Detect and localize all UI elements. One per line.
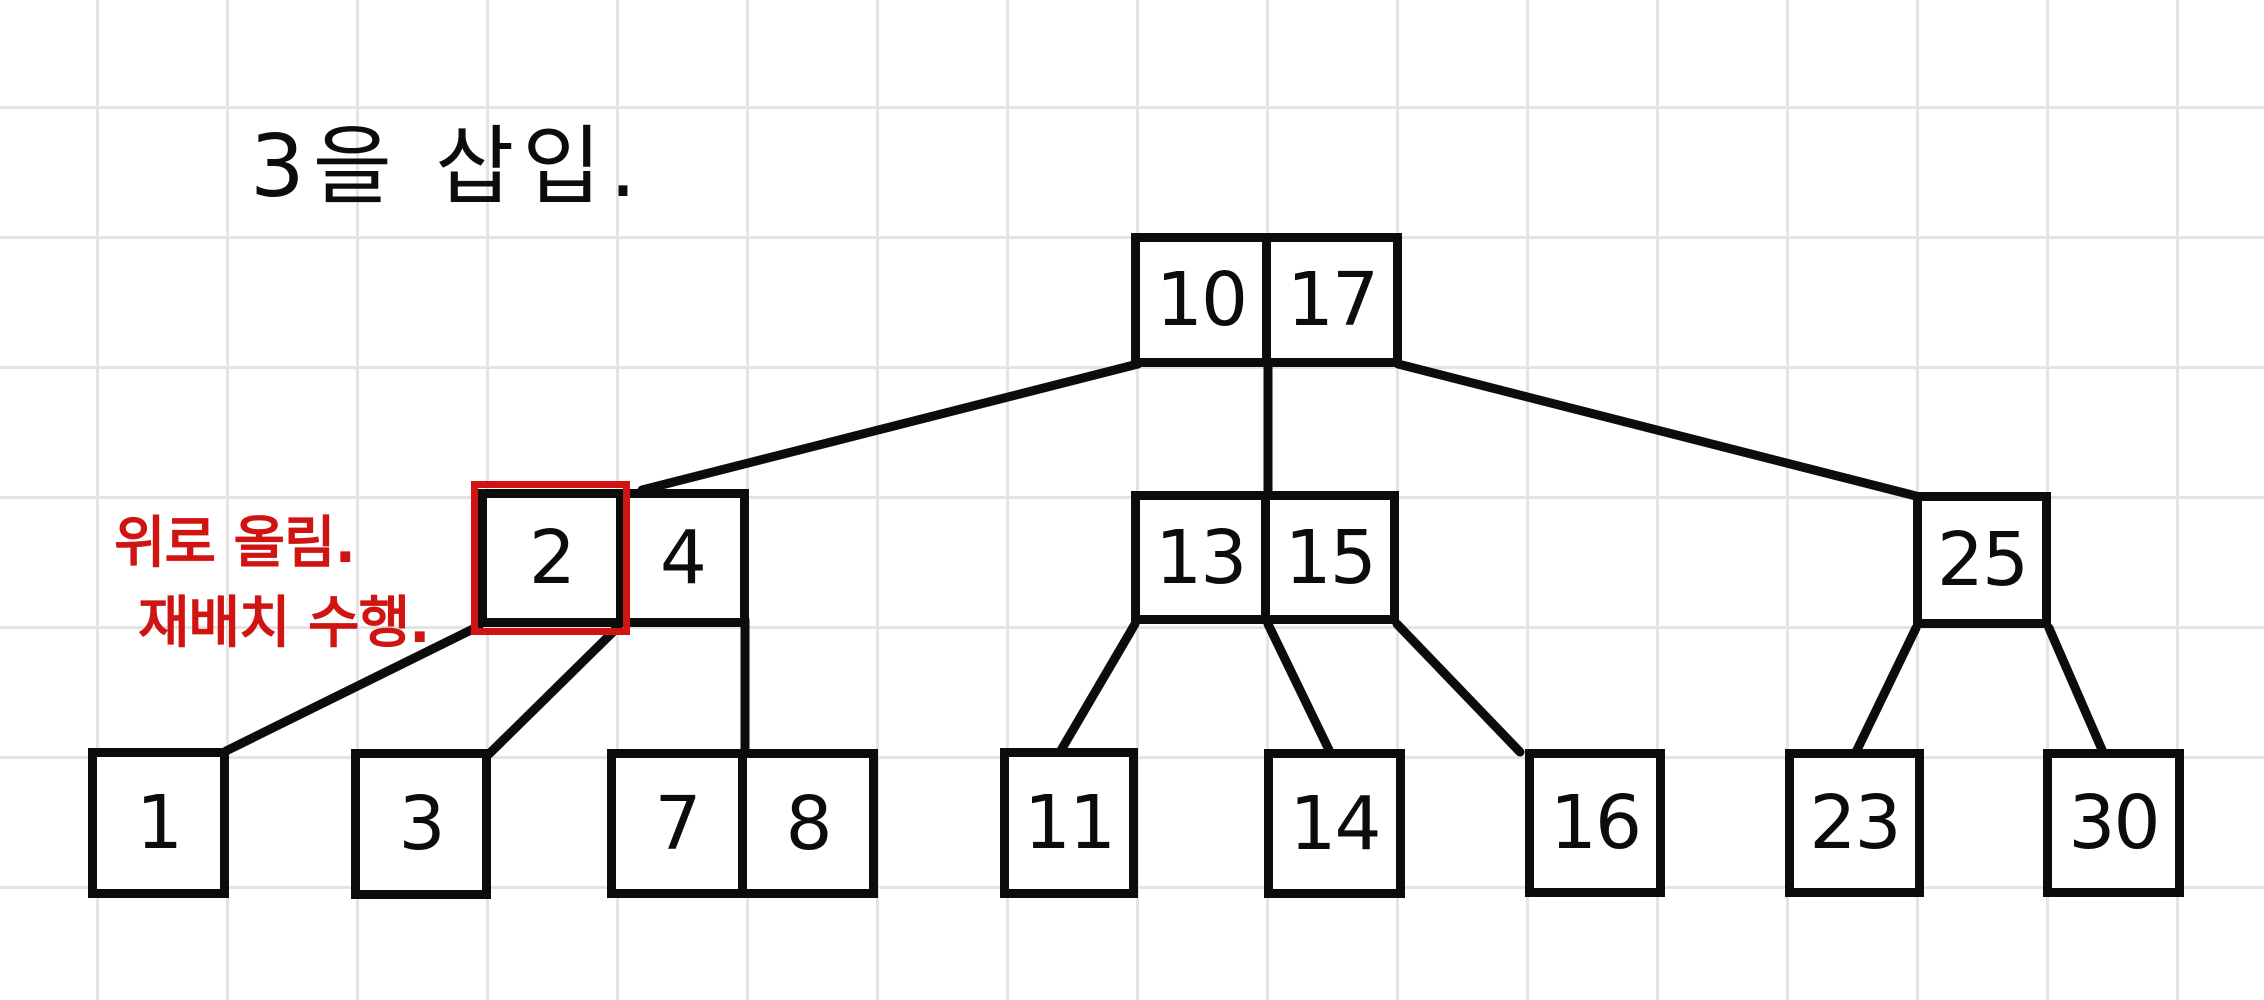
- key-cell-10: 10: [1155, 257, 1248, 343]
- annotation-line-1: 위로 올림.: [114, 511, 356, 576]
- leaf-node-30: 30: [2043, 749, 2184, 897]
- key-cell-4: 4: [659, 515, 707, 601]
- key-cell-1: 1: [135, 780, 183, 866]
- key-cell-23: 23: [1809, 780, 1901, 866]
- leaf-node-14: 14: [1264, 749, 1405, 898]
- key-cell-14: 14: [1289, 780, 1381, 867]
- key-cell-30: 30: [2068, 780, 2160, 866]
- key-cell-11: 11: [1023, 780, 1116, 866]
- internal-node-25: 25: [1913, 492, 2051, 628]
- internal-node-13-15: 13 15: [1131, 491, 1399, 624]
- root-node-10-17: 10 17: [1131, 233, 1402, 367]
- edge-node-25-to-leaf-23: [1851, 623, 1921, 757]
- key-cell-7: 7: [654, 780, 701, 867]
- key-cell-3: 3: [398, 781, 445, 867]
- edge-root-to-node-2-4: [637, 359, 1143, 495]
- cell-divider: [1262, 242, 1271, 358]
- edge-node-13-15-to-leaf-16: [1392, 619, 1525, 757]
- leaf-node-11: 11: [1000, 748, 1138, 898]
- leaf-node-1: 1: [88, 748, 229, 898]
- red-highlight-box: [471, 481, 630, 635]
- cell-divider: [615, 498, 625, 618]
- annotation-line-2: 재배치 수행.: [138, 591, 430, 656]
- internal-node-2-4: 2 4: [478, 489, 749, 627]
- cell-divider: [1260, 500, 1270, 615]
- edge-node-25-to-leaf-30: [2044, 623, 2108, 757]
- edge-node-2-4-to-leaf-1: [221, 621, 484, 756]
- leaf-node-3: 3: [351, 749, 491, 899]
- edge-root-to-node-25: [1393, 359, 1921, 501]
- leaf-node-7-8: 7 8: [607, 749, 878, 898]
- insert-caption: 3을 삽입.: [250, 117, 645, 217]
- key-cell-17: 17: [1286, 257, 1379, 343]
- key-cell-25: 25: [1936, 517, 2029, 603]
- key-cell-15: 15: [1284, 514, 1377, 601]
- leaf-node-23: 23: [1785, 749, 1924, 897]
- leaf-node-16: 16: [1525, 749, 1665, 897]
- edge-node-13-15-to-leaf-14: [1263, 619, 1335, 757]
- edge-node-2-4-to-leaf-3: [484, 622, 623, 759]
- edge-node-13-15-to-leaf-11: [1055, 619, 1140, 757]
- key-cell-16: 16: [1549, 780, 1642, 866]
- key-cell-2: 2: [528, 515, 576, 601]
- key-cell-8: 8: [785, 780, 832, 867]
- cell-divider: [738, 758, 747, 889]
- key-cell-13: 13: [1155, 514, 1247, 601]
